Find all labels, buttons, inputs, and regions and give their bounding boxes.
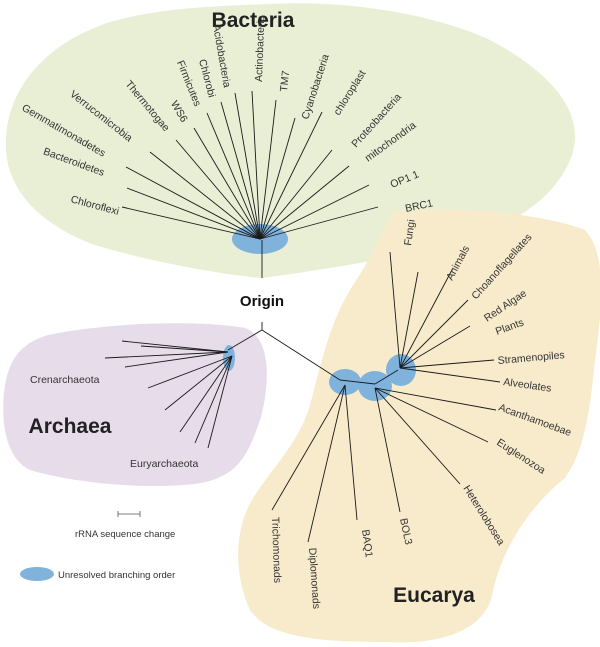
eucarya-branch: [399, 267, 454, 369]
bacteria-branch: [251, 90, 261, 240]
bacteria-branch: [175, 139, 261, 240]
legend: rRNA sequence change Unresolved branchin…: [20, 511, 175, 581]
bacteria-branch: [259, 149, 333, 240]
eucarya-branch: [374, 387, 497, 411]
eucarya-unresolved-node-3: [386, 354, 416, 386]
eucarya-taxon-label: Trichomonads: [269, 517, 283, 584]
eucarya-branch: [374, 387, 401, 513]
bacteria-branch: [206, 112, 261, 240]
bacteria-branch: [259, 165, 350, 240]
bacteria-region: [5, 3, 575, 278]
eucarya-taxon-label: BAQ1: [359, 529, 375, 559]
bacteria-taxon-label: BRC1: [404, 197, 434, 215]
bacteria-branch: [220, 101, 261, 240]
euryarchaeota-branch: [147, 355, 233, 389]
bacteria-branch: [193, 127, 261, 240]
eucarya-stem: [261, 329, 341, 381]
bacteria-branch: [259, 111, 323, 240]
bacteria-branch: [259, 206, 379, 240]
eucarya-branch: [399, 271, 419, 369]
eucarya-title: Eucarya: [393, 584, 475, 607]
bacteria-branch: [259, 99, 277, 240]
bacteria-branch: [234, 92, 261, 240]
archaea-title: Archaea: [29, 415, 112, 438]
eucarya-branch: [399, 367, 501, 383]
bacteria-branch: [125, 166, 261, 240]
bacteria-title: Bacteria: [212, 9, 295, 32]
eucarya-internal-2: [374, 369, 399, 385]
eucarya-branch: [271, 384, 346, 511]
crenarchaeota-branch: [104, 351, 229, 359]
bacteria-branch: [126, 187, 261, 240]
scale-bar-label: rRNA sequence change: [75, 529, 175, 540]
bacteria-branch: [259, 117, 296, 240]
bacteria-branch: [121, 206, 261, 240]
euryarchaeota-branch: [164, 355, 233, 411]
eucarya-branch: [399, 359, 495, 369]
archaea-taxon-label: Euryarchaeota: [130, 458, 198, 470]
bacteria-taxon-label: TM7: [278, 70, 292, 92]
archaea-stem: [227, 329, 263, 351]
archaea-region: [3, 323, 267, 487]
legend-unresolved-label: Unresolved branching order: [58, 570, 175, 581]
eucarya-taxon-label: Diplomonads: [306, 547, 322, 609]
archaea-taxon-label: Crenarchaeota: [30, 374, 100, 386]
euryarchaeota-branch: [194, 355, 233, 444]
eucarya-branch: [307, 384, 346, 543]
eucarya-taxon-label: Stramenopiles: [497, 349, 565, 367]
eucarya-branch: [374, 387, 461, 485]
eucarya-branch: [344, 384, 358, 521]
bacteria-branch: [149, 151, 261, 240]
crenarchaeota-branch: [140, 345, 229, 353]
eucarya-branch: [399, 325, 471, 369]
legend-unresolved-swatch: [20, 567, 54, 581]
eucarya-unresolved-node-1: [329, 369, 361, 395]
euryarchaeota-branch: [179, 355, 233, 433]
eucarya-branch: [374, 387, 489, 443]
bacteria-branch: [259, 184, 370, 240]
eucarya-taxon-label: Fungi: [402, 219, 418, 247]
eucarya-branch: [389, 251, 401, 369]
branch-lines: [104, 90, 501, 543]
eucarya-branch: [399, 299, 469, 369]
eucarya-internal-1: [339, 379, 376, 385]
eucarya-region: [238, 209, 600, 643]
scale-bar: [117, 511, 141, 517]
crenarchaeota-branch: [121, 340, 229, 353]
bacteria-taxon-label: Actinobacteria: [253, 15, 267, 82]
eucarya-taxon-label: BOL3: [397, 517, 414, 546]
eucarya-unresolved-node-2: [358, 371, 392, 401]
euryarchaeota-branch: [207, 355, 233, 449]
origin-label: Origin: [240, 293, 284, 310]
crenarchaeota-branch: [124, 351, 229, 368]
